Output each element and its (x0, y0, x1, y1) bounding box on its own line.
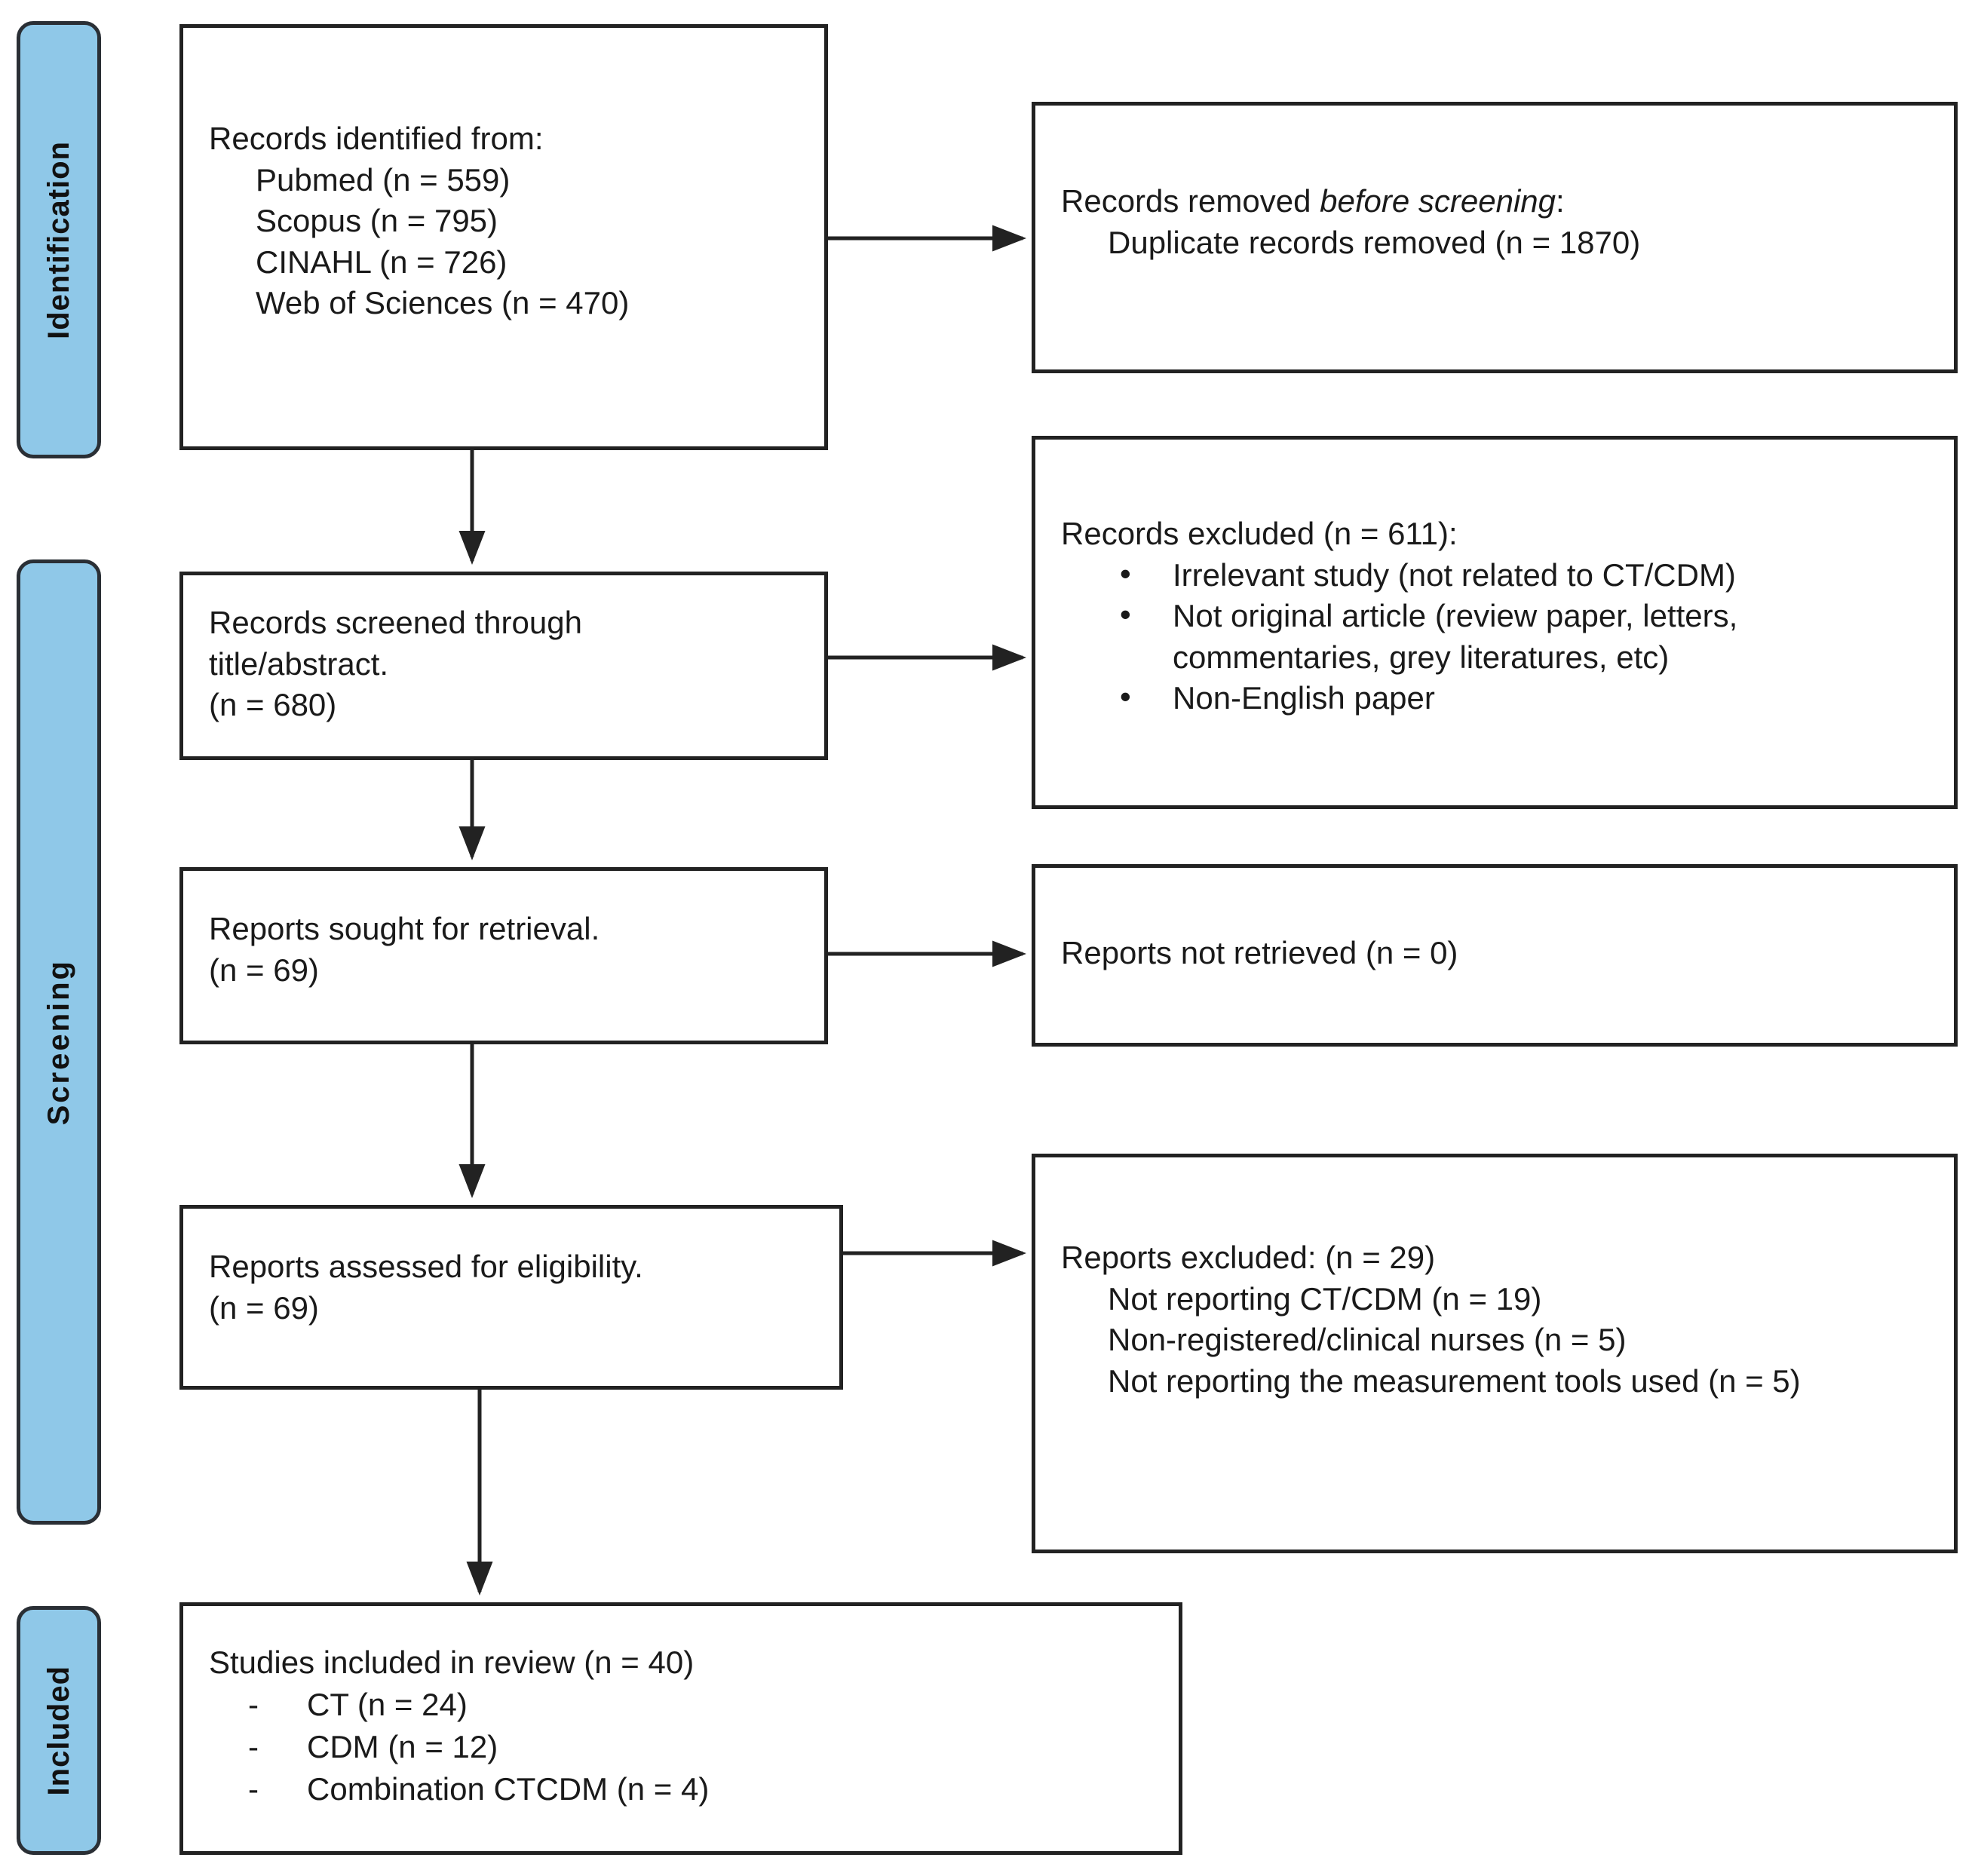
stage-band-included: Included (17, 1606, 101, 1855)
records-excluded-reason: Non-English paper (1061, 676, 1937, 719)
records-removed-title: Records removed before screening: (1061, 181, 1937, 222)
records-removed-title-suffix: : (1556, 183, 1565, 219)
box-reports-sought-retrieval: Reports sought for retrieval. (n = 69) (179, 867, 828, 1044)
records-identified-source-wos: Web of Sciences (n = 470) (256, 285, 630, 321)
records-identified-source-cinahl: CINAHL (n = 726) (256, 244, 508, 280)
box-reports-not-retrieved: Reports not retrieved (n = 0) (1032, 864, 1958, 1047)
stage-band-identification: Identification (17, 21, 101, 458)
stage-label-screening: Screening (41, 958, 75, 1126)
reports-excluded-title: Reports excluded: (n = 29) (1061, 1240, 1436, 1275)
stage-band-screening: Screening (17, 559, 101, 1525)
box-studies-included: Studies included in review (n = 40) CT (… (179, 1602, 1182, 1855)
reports-excluded-reason: Not reporting CT/CDM (n = 19) (1108, 1280, 1542, 1317)
reports-sought-line1: Reports sought for retrieval. (209, 911, 600, 946)
records-screened-line2: title/abstract. (209, 645, 389, 682)
studies-included-breakdown: CT (n = 24) (209, 1684, 1162, 1727)
reports-excluded-reason: Not reporting the measurement tools used… (1108, 1363, 1801, 1399)
box-records-removed-before-screening: Records removed before screening: Duplic… (1032, 102, 1958, 373)
reports-sought-count: (n = 69) (209, 952, 319, 988)
records-excluded-reason: Not original article (review paper, lett… (1061, 594, 1937, 678)
box-reports-excluded: Reports excluded: (n = 29) Not reporting… (1032, 1154, 1958, 1553)
records-excluded-reason: Irrelevant study (not related to CT/CDM) (1061, 553, 1937, 596)
box-records-screened: Records screened through title/abstract.… (179, 572, 828, 760)
records-identified-source-pubmed: Pubmed (n = 559) (256, 161, 511, 198)
records-removed-detail: Duplicate records removed (n = 1870) (1108, 224, 1641, 260)
studies-included-breakdown: Combination CTCDM (n = 4) (209, 1768, 1162, 1811)
studies-included-breakdown-list: CT (n = 24) CDM (n = 12) Combination CTC… (209, 1684, 1162, 1811)
studies-included-title: Studies included in review (n = 40) (209, 1645, 695, 1680)
records-identified-source-scopus: Scopus (n = 795) (256, 203, 498, 239)
box-records-identified: Records identified from: Pubmed (n = 559… (179, 24, 828, 450)
reports-assessed-line1: Reports assessed for eligibility. (209, 1249, 643, 1284)
records-removed-title-prefix: Records removed (1061, 183, 1320, 219)
box-reports-assessed-eligibility: Reports assessed for eligibility. (n = 6… (179, 1205, 843, 1390)
records-identified-title: Records identified from: (209, 121, 544, 156)
stage-label-included: Included (41, 1665, 75, 1796)
records-removed-title-italic: before screening (1320, 183, 1556, 219)
box-records-excluded: Records excluded (n = 611): Irrelevant s… (1032, 436, 1958, 809)
records-excluded-reason-list: Irrelevant study (not related to CT/CDM)… (1061, 553, 1937, 719)
records-screened-line1: Records screened through (209, 605, 582, 640)
records-screened-count: (n = 680) (209, 687, 337, 723)
reports-excluded-reason: Non-registered/clinical nurses (n = 5) (1108, 1322, 1627, 1358)
studies-included-breakdown: CDM (n = 12) (209, 1726, 1162, 1769)
reports-assessed-count: (n = 69) (209, 1289, 319, 1326)
reports-not-retrieved-text: Reports not retrieved (n = 0) (1061, 935, 1458, 970)
records-excluded-title: Records excluded (n = 611): (1061, 516, 1458, 551)
stage-label-identification: Identification (41, 140, 75, 339)
